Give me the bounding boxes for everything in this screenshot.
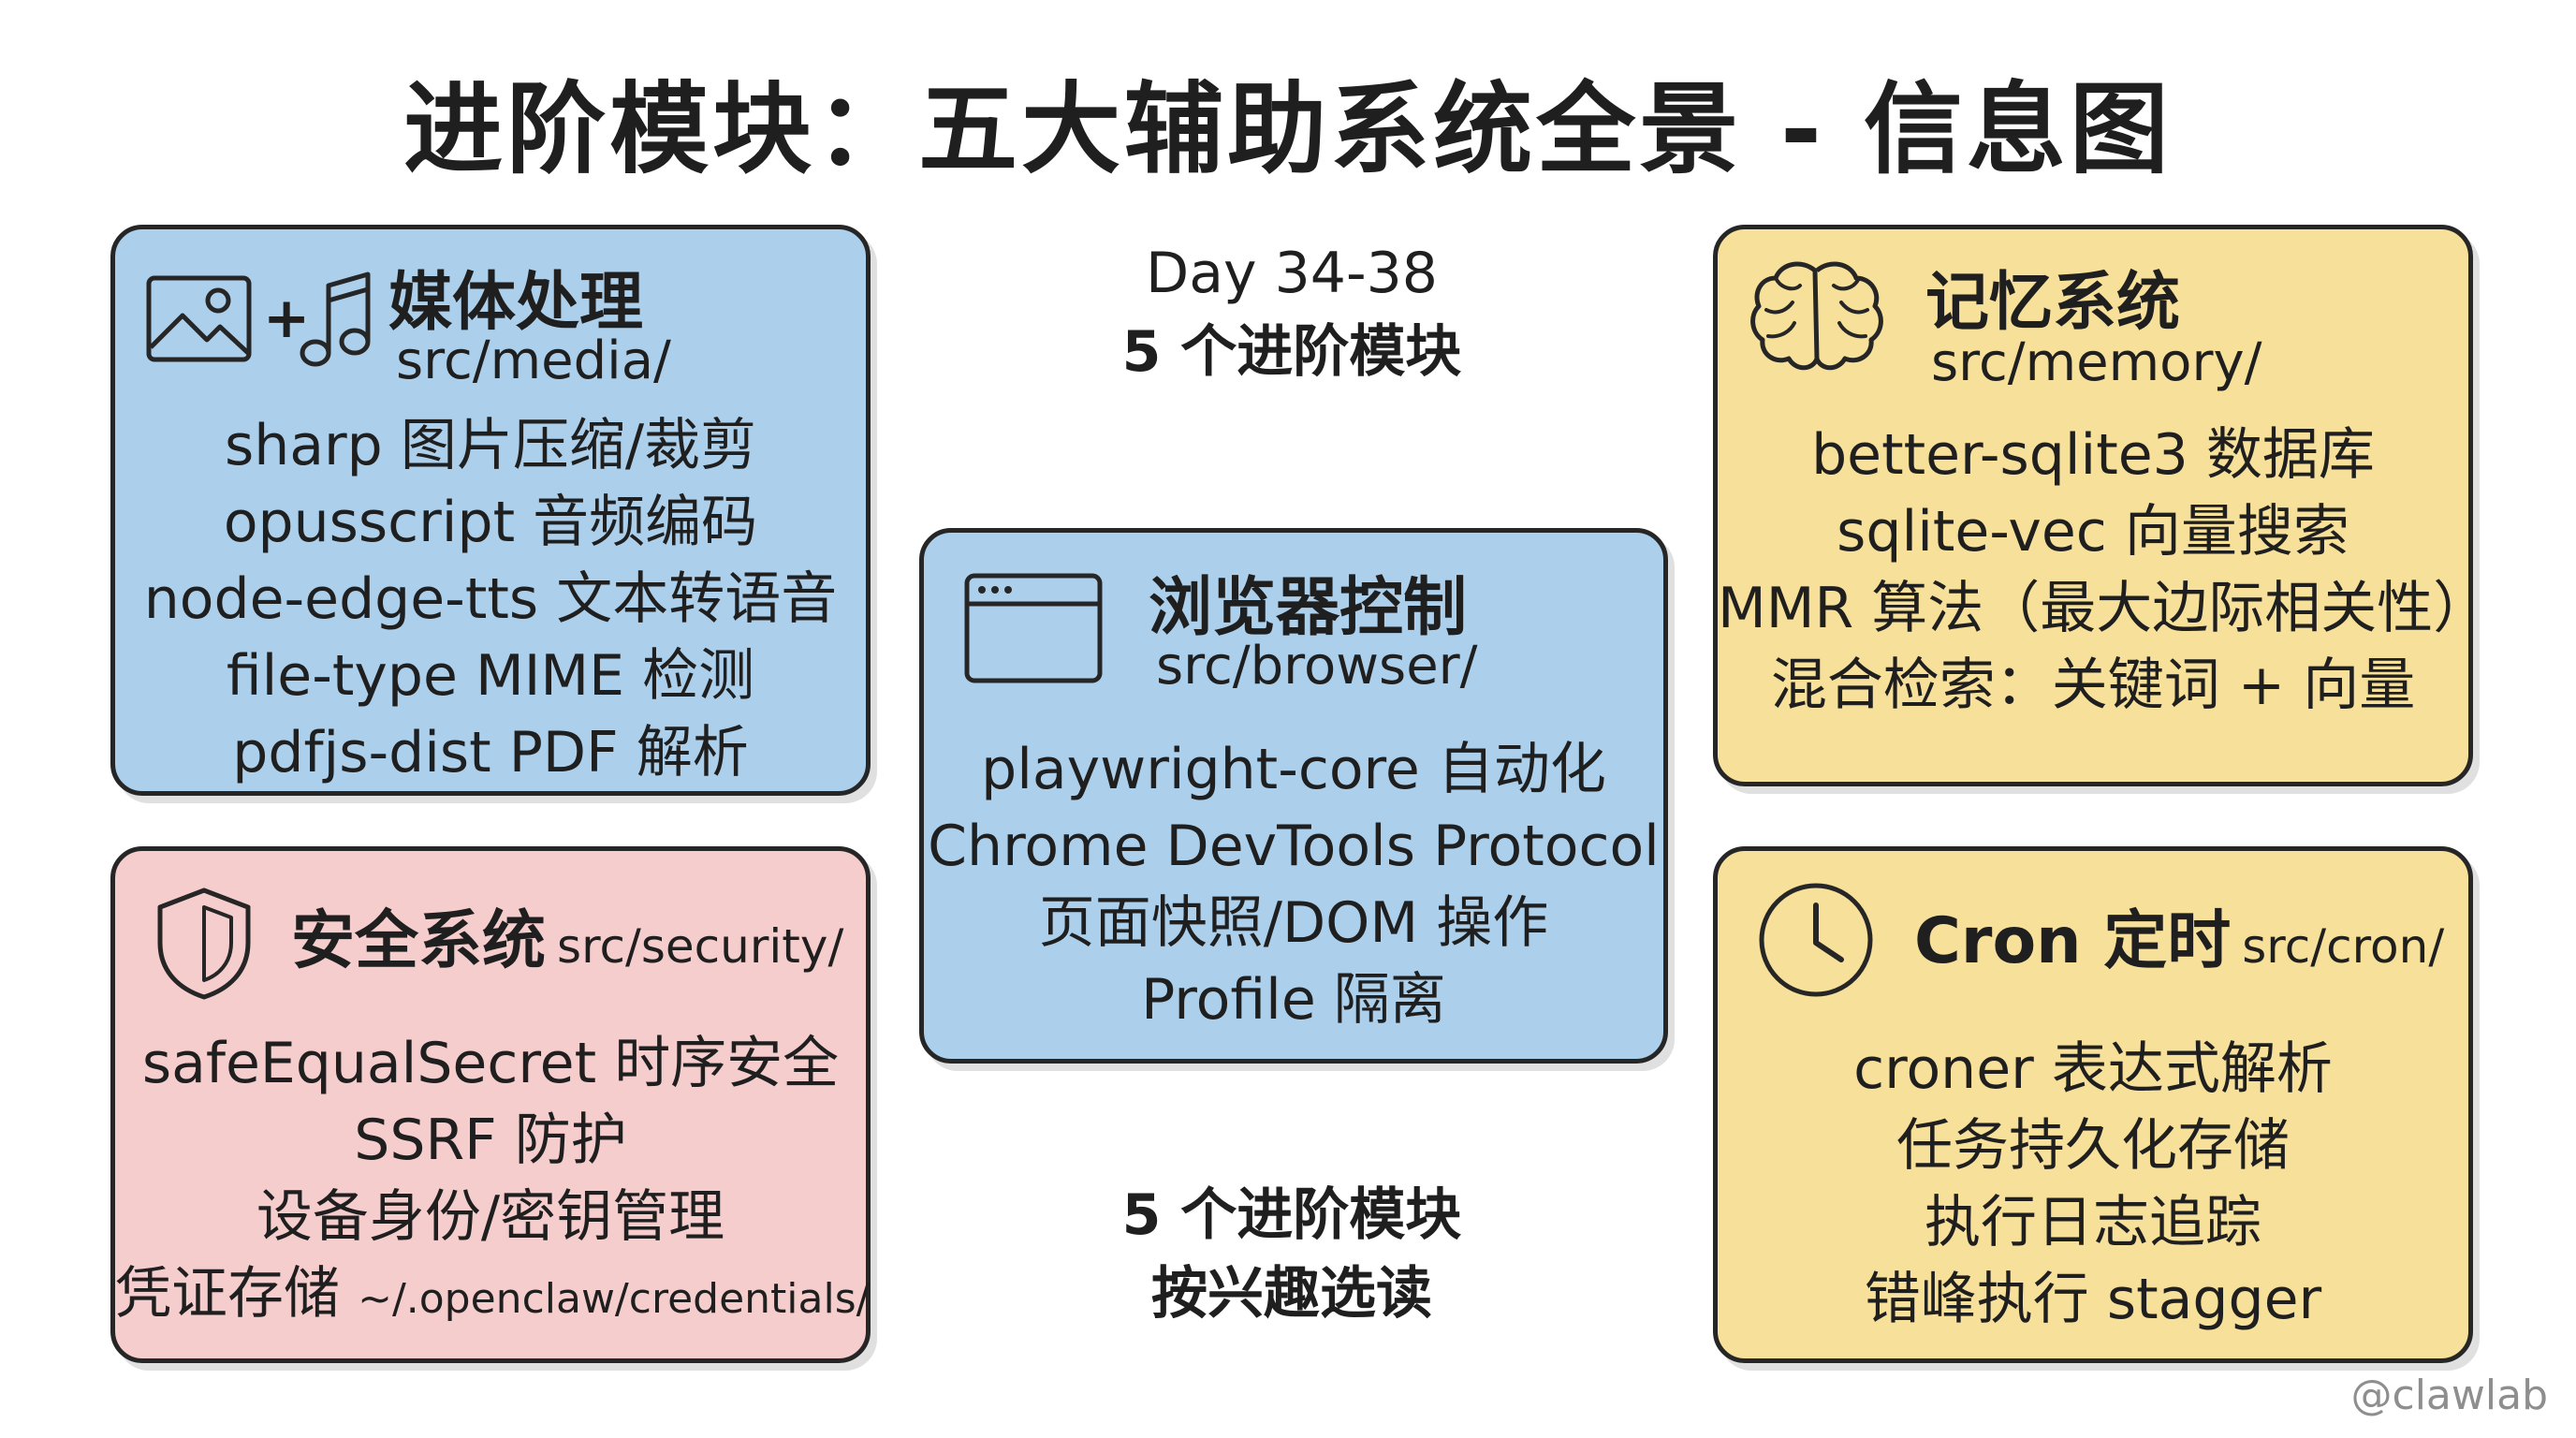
- cron-path: src/cron/: [2242, 919, 2445, 974]
- security-item-credentials: 凭证存储 ~/.openclaw/credentials/: [115, 1255, 870, 1338]
- browser-item: 页面快照/DOM 操作: [1038, 890, 1549, 956]
- center-top-line: 5 个进阶模块: [1121, 319, 1462, 385]
- browser-title: 浏览器控制: [1149, 571, 1468, 645]
- security-item: 设备身份/密钥管理: [256, 1184, 725, 1250]
- memory-item: sqlite-vec 向量搜索: [1837, 499, 2349, 565]
- center-top-line: Day 34-38: [1146, 241, 1438, 306]
- credentials-path: ~/.openclaw/credentials/: [358, 1275, 871, 1323]
- media-item: file-type MIME 检测: [226, 643, 755, 709]
- security-item: safeEqualSecret 时序安全: [141, 1031, 840, 1096]
- cron-item: 错峰执行 stagger: [1864, 1267, 2322, 1332]
- shield-icon: [157, 888, 251, 1000]
- media-item: pdfjs-dist PDF 解析: [232, 720, 749, 785]
- browser-item: playwright-core 自动化: [981, 737, 1606, 802]
- media-title: 媒体处理: [388, 266, 644, 340]
- browser-path: src/browser/: [1156, 636, 1478, 697]
- cron-item: 任务持久化存储: [1896, 1113, 2290, 1179]
- browser-card: 浏览器控制 src/browser/ playwright-core 自动化 C…: [919, 528, 1668, 1064]
- center-bottom-line: 5 个进阶模块: [1121, 1182, 1462, 1248]
- security-item: 凭证存储: [115, 1261, 340, 1327]
- brain-icon: [1750, 261, 1883, 371]
- memory-path: src/memory/: [1931, 332, 2262, 393]
- media-item: sharp 图片压缩/裁剪: [224, 413, 757, 478]
- cron-item: croner 表达式解析: [1853, 1036, 2333, 1102]
- memory-item: 混合检索：关键词 + 向量: [1770, 653, 2416, 718]
- center-top-text: Day 34-38 5 个进阶模块: [1011, 234, 1573, 391]
- memory-item: MMR 算法（最大边际相关性）: [1718, 576, 2490, 641]
- browser-item: Chrome DevTools Protocol: [928, 814, 1660, 879]
- media-plus: +: [263, 286, 311, 351]
- media-item: opusscript 音频编码: [223, 490, 758, 555]
- media-path: src/media/: [396, 330, 671, 391]
- page-title: 进阶模块：五大辅助系统全景 - 信息图: [403, 72, 2173, 187]
- memory-item: better-sqlite3 数据库: [1811, 422, 2375, 488]
- credit-watermark: @clawlab: [2350, 1372, 2548, 1419]
- browser-window-icon: [964, 573, 1103, 683]
- media-card: + 媒体处理 src/media/ sharp 图片压缩/裁剪 opusscri…: [110, 225, 871, 796]
- center-bottom-line: 按兴趣选读: [1151, 1261, 1432, 1327]
- security-title: 安全系统: [291, 904, 547, 978]
- clock-icon: [1759, 883, 1873, 997]
- security-item: SSRF 防护: [354, 1108, 627, 1173]
- center-bottom-text: 5 个进阶模块 按兴趣选读: [1011, 1176, 1573, 1333]
- cron-title: Cron 定时: [1914, 904, 2232, 978]
- memory-title: 记忆系统: [1925, 266, 2181, 340]
- browser-item: Profile 隔离: [1141, 967, 1446, 1033]
- music-note-icon: [300, 271, 371, 367]
- image-icon: [146, 275, 252, 362]
- media-item: node-edge-tts 文本转语音: [143, 566, 838, 632]
- security-path: src/security/: [557, 919, 844, 974]
- cron-item: 执行日志追踪: [1925, 1190, 2261, 1255]
- memory-card: 记忆系统 src/memory/ better-sqlite3 数据库 sqli…: [1713, 225, 2490, 786]
